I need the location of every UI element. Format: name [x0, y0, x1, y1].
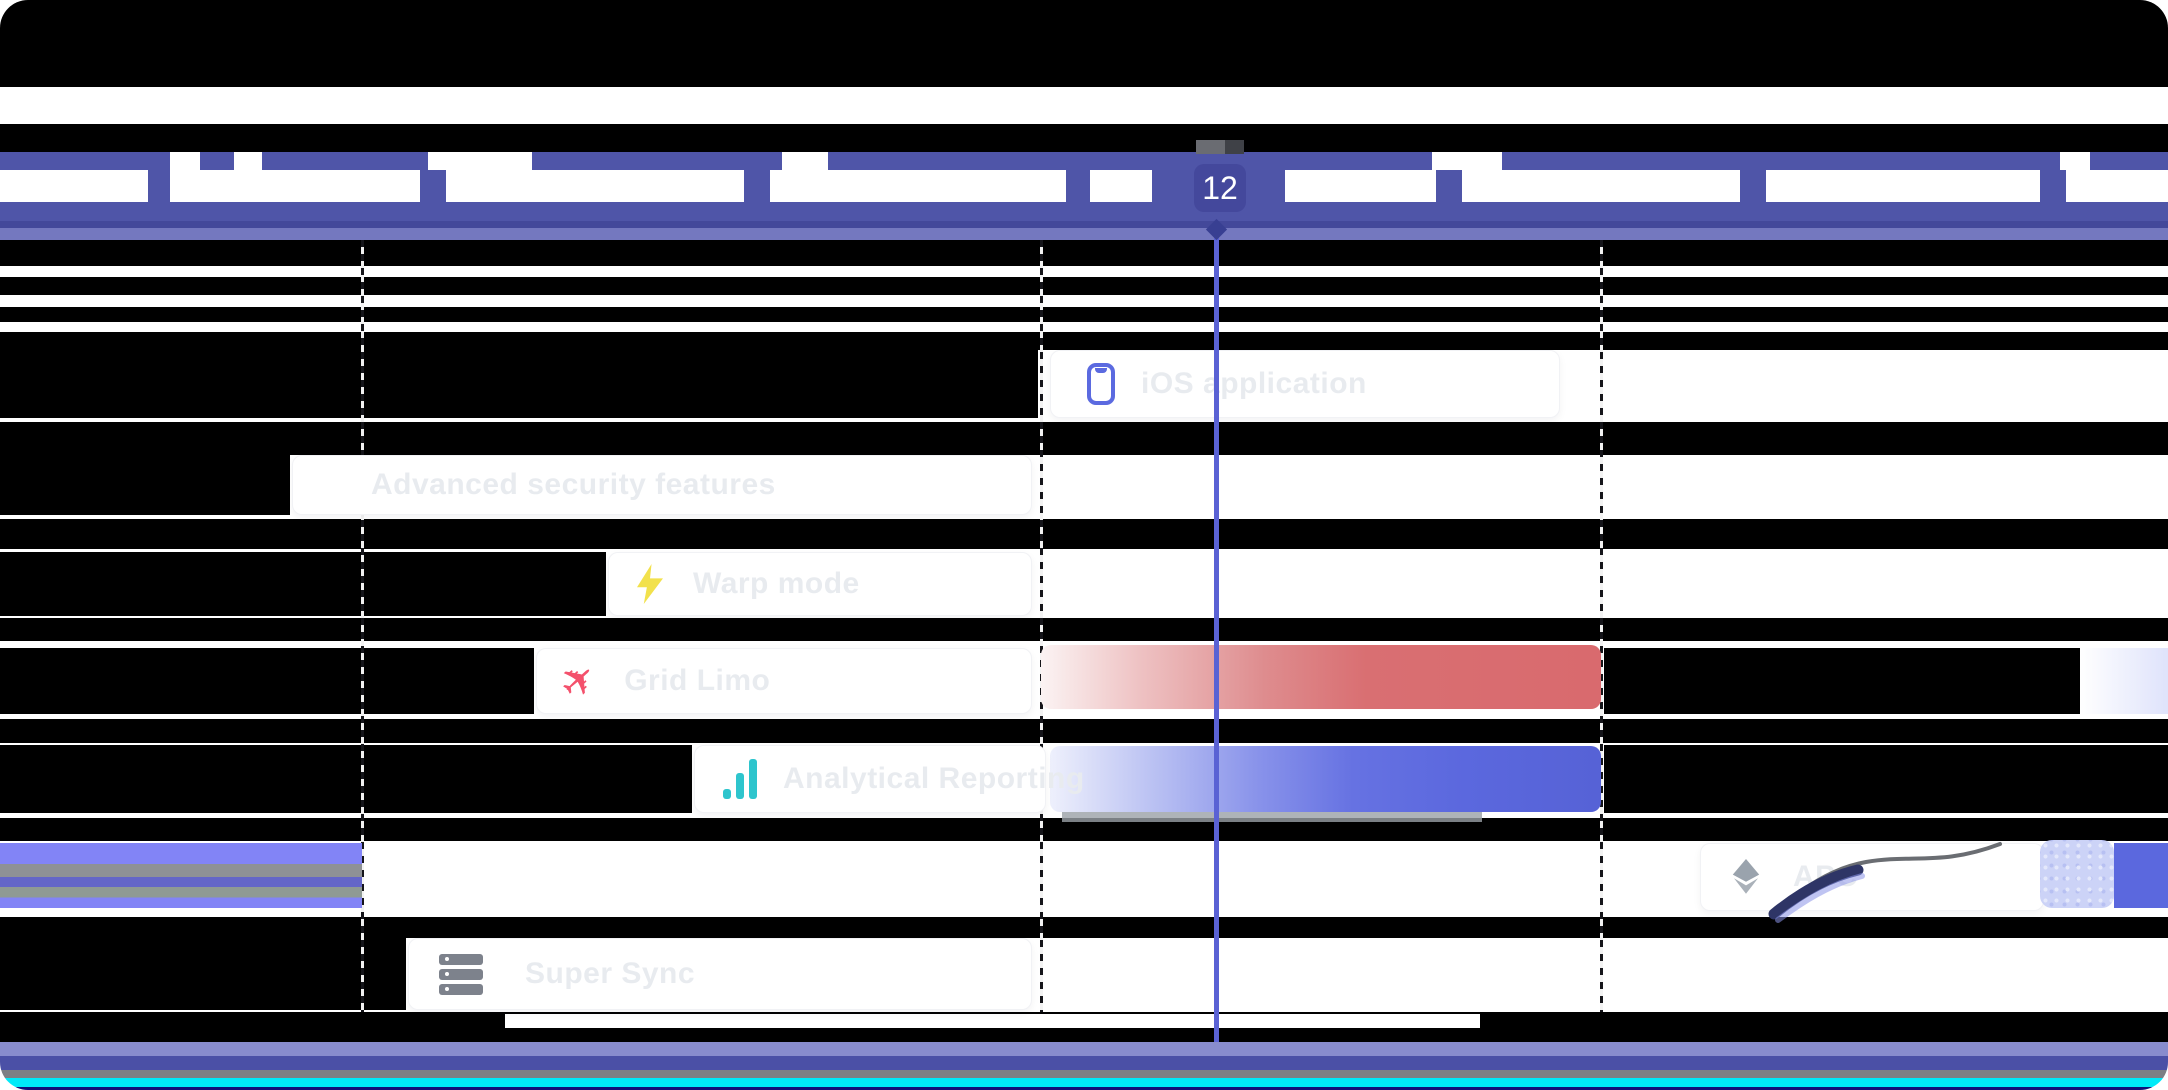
server-icon	[439, 953, 483, 995]
occlusion-mask	[505, 1014, 1480, 1028]
timeline-header	[0, 152, 2168, 228]
grid-limo-bar[interactable]	[1041, 645, 1601, 709]
left-gantt-bar[interactable]	[0, 843, 362, 908]
task-card-warp-mode[interactable]: Warp mode	[608, 552, 1032, 616]
bar-shadow	[1062, 812, 1482, 822]
occlusion-stripe	[0, 519, 2168, 549]
footer-band-gray	[0, 1070, 2168, 1078]
task-card-analytical-reporting[interactable]: Analytical Reporting	[694, 745, 1084, 813]
occlusion-stripe	[0, 745, 692, 813]
task-label: Analytical Reporting	[783, 762, 1085, 795]
occlusion-mask	[1766, 170, 2040, 202]
timeline-subheader	[0, 228, 2168, 240]
occlusion-mask	[1462, 170, 1740, 202]
occlusion-mask	[1285, 170, 1436, 202]
occlusion-stripe	[0, 818, 2168, 841]
occlusion-stripe	[0, 350, 1038, 418]
today-line	[1214, 226, 1219, 1042]
plane-icon: ✈	[549, 651, 608, 710]
occlusion-mask	[2080, 648, 2168, 714]
task-label: Advanced security features	[371, 468, 776, 501]
footer-band-cyan	[0, 1078, 2168, 1087]
today-date-badge[interactable]: 12	[1194, 164, 1246, 212]
footer-band-indigo	[0, 1056, 2168, 1070]
task-label: Grid Limo	[624, 664, 771, 697]
occlusion-mask	[2060, 152, 2090, 170]
occlusion-stripe	[0, 422, 2168, 455]
apc-bar-fragment	[2040, 840, 2114, 908]
today-marker-tab	[1196, 140, 1244, 154]
task-label: Super Sync	[525, 957, 696, 990]
occlusion-mask	[0, 170, 148, 202]
occlusion-stripe	[0, 552, 606, 616]
occlusion-mask	[1432, 152, 1502, 170]
occlusion-stripe	[0, 719, 2168, 743]
occlusion-stripe	[1604, 745, 2168, 813]
task-card-grid-limo[interactable]: ✈ Grid Limo	[536, 648, 1032, 714]
layers-icon	[1732, 859, 1760, 894]
occlusion-mask	[428, 152, 532, 170]
occlusion-stripe	[1604, 648, 2080, 714]
occlusion-stripe	[0, 0, 2168, 87]
today-date-label: 12	[1202, 169, 1238, 206]
column-guide-line	[1040, 240, 1043, 1012]
lightning-icon	[637, 564, 663, 604]
occlusion-stripe	[0, 455, 290, 515]
task-card-advanced-security[interactable]: Advanced security features	[292, 455, 1032, 515]
analytical-reporting-bar[interactable]	[1050, 746, 1601, 812]
occlusion-stripe	[0, 917, 2168, 938]
task-card-ios-application[interactable]: iOS application	[1050, 350, 1560, 418]
footer-band-navy	[0, 1087, 2168, 1090]
occlusion-stripe	[0, 332, 2168, 350]
footer-band-light-purple	[0, 1042, 2168, 1056]
task-label: iOS application	[1141, 367, 1367, 400]
occlusion-stripe	[0, 307, 2168, 322]
occlusion-stripe	[0, 240, 2168, 266]
task-label: Warp mode	[693, 567, 860, 600]
occlusion-mask	[446, 170, 744, 202]
occlusion-stripe	[0, 618, 2168, 641]
column-guide-line	[1600, 240, 1603, 1012]
timeline-header-edge	[0, 221, 2168, 228]
phone-icon	[1087, 363, 1115, 405]
occlusion-stripe	[0, 648, 534, 714]
occlusion-mask	[234, 152, 262, 170]
task-card-super-sync[interactable]: Super Sync	[408, 938, 1032, 1010]
occlusion-stripe	[0, 277, 2168, 295]
occlusion-mask	[2066, 170, 2168, 202]
occlusion-mask	[170, 152, 200, 170]
occlusion-mask	[170, 170, 420, 202]
pen-scribble-annotation	[1768, 842, 2002, 923]
occlusion-mask	[1090, 170, 1152, 202]
apc-bar-fragment	[2114, 843, 2168, 908]
occlusion-mask	[782, 152, 828, 170]
column-guide-line	[361, 240, 364, 1012]
occlusion-stripe	[0, 938, 406, 1010]
occlusion-mask	[770, 170, 1066, 202]
occlusion-stripe	[0, 124, 2168, 152]
bar-chart-icon	[723, 759, 757, 799]
